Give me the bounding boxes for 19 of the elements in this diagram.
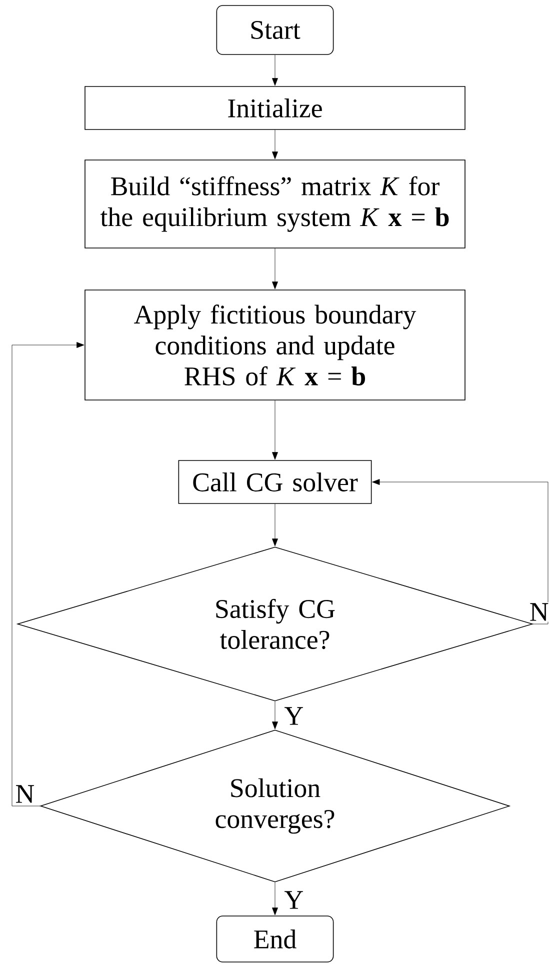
edge-label: Y — [283, 890, 305, 910]
process-box: Initialize — [84, 86, 466, 130]
edge-label: N — [528, 602, 550, 622]
edge-label: N — [14, 784, 36, 804]
arrow — [272, 248, 278, 290]
arrow — [12, 342, 84, 806]
process-box: Call CG solver — [178, 460, 372, 504]
arrow — [272, 701, 278, 730]
arrow — [272, 504, 278, 546]
terminal-box: Start — [216, 5, 334, 55]
arrow — [272, 54, 278, 86]
arrow — [372, 479, 548, 624]
terminal-box: End — [216, 916, 334, 962]
process-box: Apply fictitious boundary conditions and update RHS of K x = b — [84, 290, 466, 400]
edge-label: Y — [283, 706, 305, 726]
arrow — [272, 130, 278, 160]
arrow — [272, 882, 278, 916]
process-box: Build “stiffness” matrix K for the equilibrium system K x = b — [84, 160, 466, 248]
arrow — [272, 400, 278, 460]
